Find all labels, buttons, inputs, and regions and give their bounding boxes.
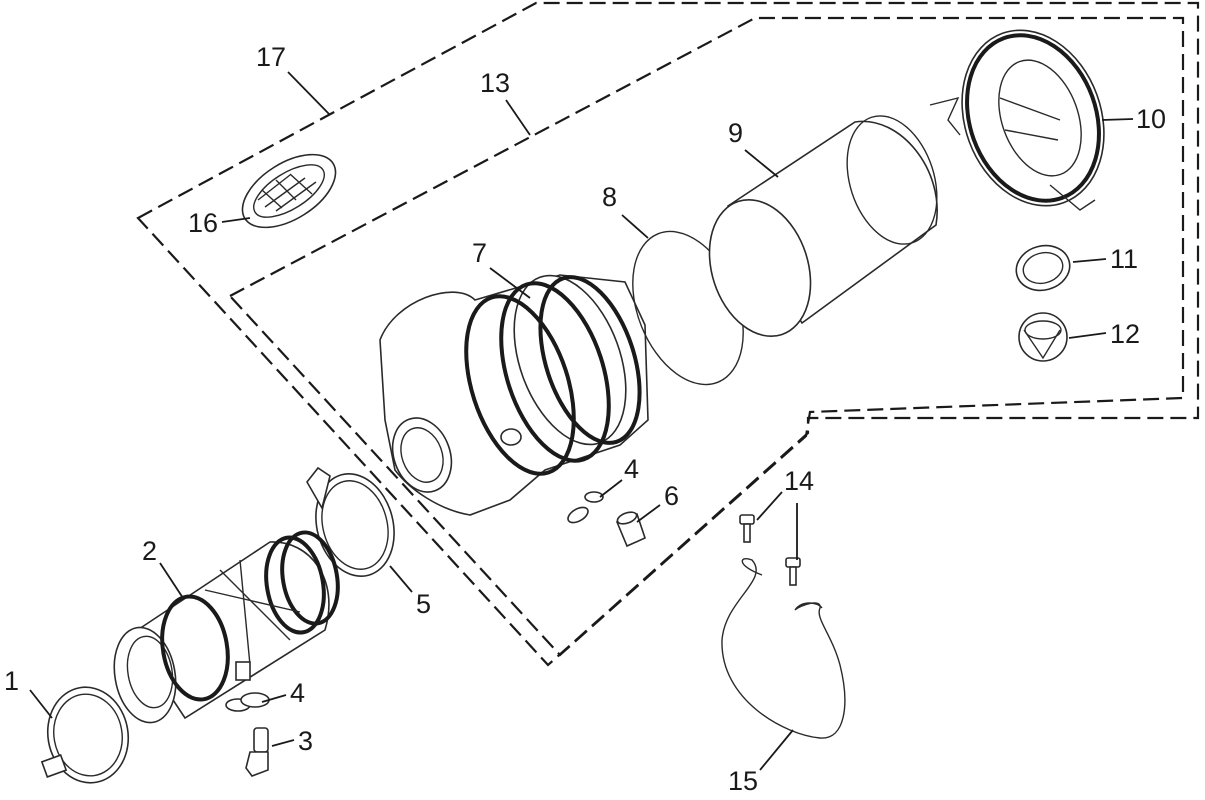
callout-6: 6: [664, 481, 679, 511]
callout-labels: 1 2 3 4 4 5 6 7 8 9 10 11 12 13 14 15 16…: [4, 42, 1166, 796]
elbow-fitting-3: [245, 727, 269, 777]
inlet-hose-2: [113, 530, 340, 724]
filter-element-9: [708, 115, 938, 338]
cap-6: [615, 511, 646, 548]
hose-clamp-1: [40, 686, 130, 784]
callout-16: 16: [188, 208, 218, 238]
callout-4-lower: 4: [290, 678, 305, 708]
callout-14: 14: [784, 466, 814, 496]
leader-lines: [29, 71, 1134, 771]
callout-10: 10: [1136, 104, 1166, 134]
callout-13: 13: [480, 68, 510, 98]
callout-2: 2: [142, 536, 157, 566]
callout-3: 3: [298, 726, 313, 756]
wing-clip-4-lower: [225, 692, 270, 712]
clamp-11: [1015, 244, 1071, 292]
callout-8: 8: [602, 182, 617, 212]
callout-1: 1: [4, 666, 19, 696]
callout-15: 15: [728, 766, 758, 796]
callout-11: 11: [1110, 244, 1138, 274]
mounting-strap-15: [721, 558, 846, 739]
group-13-boundary: [228, 16, 1185, 657]
group-17-boundary: [136, 1, 1200, 667]
dust-valve-12: [1018, 312, 1068, 362]
prefilter-screen-16: [241, 153, 337, 229]
callout-5: 5: [416, 589, 431, 619]
filter-housing-7: [379, 274, 649, 516]
callout-17: 17: [256, 42, 286, 72]
end-cover-10: [929, 29, 1105, 211]
wing-clip-4-upper: [567, 491, 604, 524]
callout-4-upper: 4: [624, 454, 639, 484]
callout-12: 12: [1110, 319, 1140, 349]
callout-9: 9: [728, 118, 743, 148]
hose-clamp-5: [306, 466, 395, 577]
bolts-14: [739, 514, 801, 586]
callout-7: 7: [472, 238, 487, 268]
